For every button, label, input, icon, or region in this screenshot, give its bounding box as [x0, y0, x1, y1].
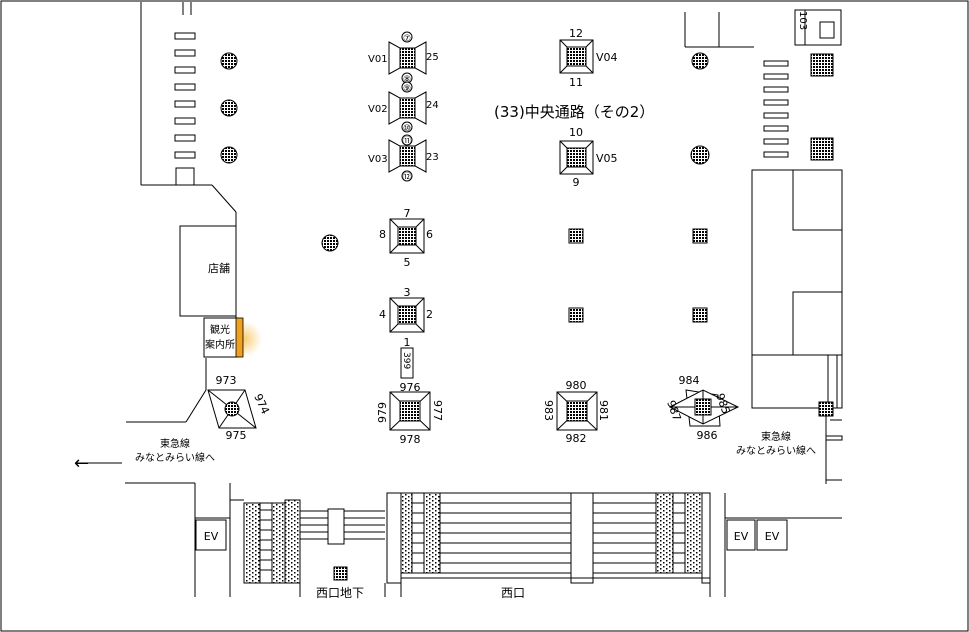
svg-text:2: 2 — [426, 308, 433, 321]
west-underground-label: 西口地下 — [316, 586, 364, 600]
pillar-c8 — [389, 218, 425, 254]
tourist-info-accent — [235, 317, 244, 358]
svg-text:7: 7 — [404, 207, 411, 220]
small-square-pillars — [568, 228, 708, 323]
svg-text:980: 980 — [566, 379, 587, 392]
svg-text:6: 6 — [426, 228, 433, 241]
svg-text:⑧: ⑧ — [403, 75, 411, 85]
right-building — [751, 169, 843, 417]
svg-text:⑫: ⑫ — [402, 172, 411, 183]
svg-text:1: 1 — [404, 336, 411, 349]
pillar-v05 — [559, 140, 594, 175]
svg-text:975: 975 — [226, 429, 247, 442]
info-label-2: 案内所 — [205, 338, 235, 351]
svg-text:24: 24 — [426, 100, 439, 111]
pillar-c978 — [389, 391, 431, 431]
stairs-west-exit — [386, 492, 711, 584]
svg-text:977: 977 — [431, 400, 444, 421]
svg-text:12: 12 — [569, 27, 583, 40]
ev-label-2: EV — [734, 530, 749, 543]
left-arrow: ← — [74, 453, 89, 474]
tourist-info-block[interactable] — [203, 317, 239, 358]
svg-text:979: 979 — [376, 402, 389, 423]
c8-c4-labels: 7 5 8 6 3 1 4 2 — [379, 207, 433, 349]
stairs-west-underground-center — [300, 508, 385, 545]
right-escalator-steps — [763, 60, 789, 158]
svg-text:V04: V04 — [596, 51, 618, 64]
svg-text:983: 983 — [542, 400, 555, 421]
bottom-pillar-labels: 976 978 979 977 980 982 983 981 984 986 … — [216, 374, 733, 446]
pillar-c4 — [389, 297, 425, 333]
tokyu-right-1: 東急線 — [761, 430, 791, 443]
tokyu-left-2: みなとみらい線へ — [135, 451, 215, 464]
ev-boxes — [195, 519, 788, 551]
info-label-1: 観光 — [210, 323, 230, 336]
tokyu-left-1: 東急線 — [160, 437, 190, 450]
svg-text:11: 11 — [569, 76, 583, 89]
svg-text:⑪: ⑪ — [402, 136, 411, 147]
pillar-v02 — [388, 81, 427, 133]
stairs-west-underground-left — [243, 499, 301, 584]
v04-v05-labels: 12 11 V04 10 9 V05 — [569, 27, 618, 189]
sign-399-box — [400, 347, 414, 379]
right-top-structure — [684, 9, 842, 48]
svg-text:V03: V03 — [368, 154, 388, 165]
svg-text:8: 8 — [379, 228, 386, 241]
ev-label-1: EV — [204, 530, 219, 543]
svg-text:5: 5 — [404, 256, 411, 269]
round-pillars — [220, 52, 710, 252]
svg-text:V05: V05 — [596, 152, 618, 165]
svg-text:9: 9 — [573, 176, 580, 189]
svg-text:V02: V02 — [368, 104, 388, 115]
pillar-c982 — [556, 391, 598, 431]
svg-text:⑨: ⑨ — [403, 84, 411, 94]
pillar-v03 — [388, 134, 427, 182]
svg-text:981: 981 — [597, 400, 610, 421]
left-escalator-steps — [174, 32, 196, 186]
west-exit-label: 西口 — [501, 586, 525, 600]
svg-text:986: 986 — [697, 429, 718, 442]
tokyu-right-2: みなとみらい線へ — [736, 444, 816, 457]
pillar-v01 — [388, 31, 427, 84]
svg-text:982: 982 — [566, 432, 587, 445]
svg-text:974: 974 — [251, 392, 272, 417]
page-title: (33)中央通路（その2） — [494, 103, 654, 121]
svg-text:978: 978 — [400, 433, 421, 446]
right-gates — [825, 416, 843, 484]
svg-text:4: 4 — [379, 308, 386, 321]
svg-text:23: 23 — [426, 152, 439, 163]
svg-text:3: 3 — [404, 286, 411, 299]
svg-text:25: 25 — [426, 52, 439, 63]
svg-text:973: 973 — [216, 374, 237, 387]
sign-399: 399 — [401, 352, 411, 369]
shop-block — [179, 225, 237, 317]
svg-text:V01: V01 — [368, 54, 388, 65]
svg-text:10: 10 — [569, 126, 583, 139]
v-labels: ⑦ ⑧ V01 25 ⑨ ⑩ V02 24 ⑪ ⑫ V03 23 — [368, 34, 439, 183]
bottom-walls — [125, 482, 842, 597]
svg-text:⑦: ⑦ — [403, 34, 411, 44]
shop-label: 店舗 — [208, 261, 230, 275]
ev-label-3: EV — [765, 530, 780, 543]
pillar-c975 — [207, 389, 257, 429]
small-pillar-bottom — [333, 566, 348, 581]
right-square-pillar-2 — [810, 137, 834, 161]
pillar-v04 — [559, 39, 594, 74]
svg-text:976: 976 — [400, 381, 421, 394]
label-103: 103 — [797, 11, 808, 30]
left-wall — [126, 2, 237, 423]
svg-text:⑩: ⑩ — [403, 124, 411, 134]
svg-text:984: 984 — [679, 374, 700, 387]
pillar-c986 — [668, 389, 740, 427]
right-square-pillar-1 — [810, 53, 834, 77]
